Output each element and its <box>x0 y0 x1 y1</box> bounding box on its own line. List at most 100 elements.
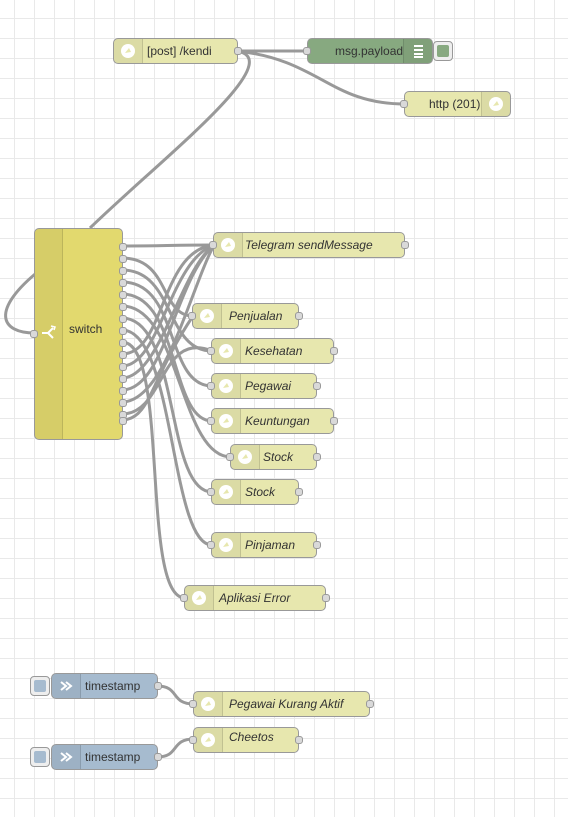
function-node-telegram[interactable]: Telegram sendMessage <box>209 232 409 258</box>
input-port[interactable] <box>189 700 197 708</box>
output-port[interactable] <box>295 312 303 320</box>
switch-output-port-16[interactable] <box>119 417 127 425</box>
output-port[interactable] <box>366 700 374 708</box>
output-port[interactable] <box>154 753 162 761</box>
globe-icon <box>481 92 510 116</box>
globe-icon <box>212 339 241 363</box>
switch-output-port-2[interactable] <box>119 255 127 263</box>
switch-label: switch <box>69 322 103 336</box>
switch-output-port-7[interactable] <box>119 315 127 323</box>
input-port[interactable] <box>207 417 215 425</box>
wire-sw-11 <box>121 243 215 368</box>
globe-icon <box>194 728 223 752</box>
output-port[interactable] <box>401 241 409 249</box>
switch-output-port-14[interactable] <box>119 399 127 407</box>
function-node-penjualan[interactable]: Penjualan <box>188 303 303 329</box>
function-node-keuntungan[interactable]: Keuntungan <box>207 408 338 434</box>
function-label: Telegram sendMessage <box>245 238 373 252</box>
function-node-stock-1[interactable]: Stock <box>226 444 321 470</box>
wire-sw-2 <box>121 256 194 318</box>
globe-icon <box>185 586 214 610</box>
list-icon <box>403 39 432 63</box>
input-port[interactable] <box>207 347 215 355</box>
input-port[interactable] <box>189 736 197 744</box>
output-port[interactable] <box>295 488 303 496</box>
globe-icon <box>114 39 143 63</box>
debug-input-port[interactable] <box>303 47 311 55</box>
inject-trigger-button-2[interactable] <box>30 747 50 767</box>
input-port[interactable] <box>207 382 215 390</box>
globe-icon <box>231 445 260 469</box>
input-port[interactable] <box>207 488 215 496</box>
globe-icon <box>194 692 223 716</box>
http-response-node[interactable]: http (201) <box>400 91 511 117</box>
switch-output-port-6[interactable] <box>119 303 127 311</box>
output-port[interactable] <box>295 736 303 744</box>
http-response-label: http (201) <box>429 97 481 111</box>
http-response-input-port[interactable] <box>400 100 408 108</box>
switch-output-port-5[interactable] <box>119 291 127 299</box>
input-port[interactable] <box>180 594 188 602</box>
output-port[interactable] <box>313 541 321 549</box>
globe-icon <box>212 533 241 557</box>
function-label: Stock <box>245 485 276 499</box>
http-in-node[interactable]: [post] /kendi <box>113 38 242 64</box>
switch-output-port-3[interactable] <box>119 267 127 275</box>
switch-input-port[interactable] <box>30 330 38 338</box>
function-node-pinjaman[interactable]: Pinjaman <box>207 532 321 558</box>
wire-sw-4 <box>121 280 213 388</box>
function-node-aplikasi-error[interactable]: Aplikasi Error <box>180 585 330 611</box>
input-port[interactable] <box>207 541 215 549</box>
debug-toggle-button[interactable] <box>433 41 453 61</box>
wire-inject1-to-pegawai <box>156 684 195 706</box>
switch-output-port-8[interactable] <box>119 327 127 335</box>
output-port[interactable] <box>322 594 330 602</box>
switch-output-port-13[interactable] <box>119 387 127 395</box>
wire-sw-7 <box>121 316 213 494</box>
input-port[interactable] <box>226 453 234 461</box>
input-port[interactable] <box>209 241 217 249</box>
function-node-kesehatan[interactable]: Kesehatan <box>207 338 338 364</box>
function-label: Pegawai Kurang Aktif <box>229 697 344 711</box>
switch-output-port-4[interactable] <box>119 279 127 287</box>
wire-sw-15 <box>121 346 213 416</box>
wire-sw-16 <box>121 315 195 422</box>
function-label: Pegawai <box>245 379 292 393</box>
switch-output-port-12[interactable] <box>119 375 127 383</box>
globe-icon <box>212 374 241 398</box>
http-in-label: [post] /kendi <box>147 44 212 58</box>
inject-label: timestamp <box>85 750 141 764</box>
inject-node-2[interactable]: timestamp <box>51 744 162 770</box>
function-node-stock-2[interactable]: Stock <box>207 479 303 505</box>
inject-trigger-button-1[interactable] <box>30 676 50 696</box>
function-node-pegawai-kurang-aktif[interactable]: Pegawai Kurang Aktif <box>189 691 374 717</box>
function-label: Pinjaman <box>245 538 296 552</box>
wire-switch-input-loop <box>4 268 41 335</box>
function-label: Kesehatan <box>245 344 303 358</box>
output-port[interactable] <box>330 417 338 425</box>
wire-sw-9 <box>121 340 186 600</box>
globe-icon <box>212 480 241 504</box>
switch-output-port-11[interactable] <box>119 363 127 371</box>
output-port[interactable] <box>154 682 162 690</box>
globe-icon <box>214 233 243 257</box>
inject-node-1[interactable]: timestamp <box>51 673 162 699</box>
output-port[interactable] <box>313 382 321 390</box>
switch-output-port-1[interactable] <box>119 243 127 251</box>
function-node-cheetos[interactable]: Cheetos <box>189 727 303 753</box>
output-port[interactable] <box>330 347 338 355</box>
input-port[interactable] <box>188 312 196 320</box>
switch-output-port-10[interactable] <box>119 351 127 359</box>
wire-inject2-to-cheetos <box>156 737 195 759</box>
debug-node[interactable]: msg.payload <box>303 38 433 64</box>
switch-node[interactable]: switch <box>30 228 127 440</box>
switch-output-port-9[interactable] <box>119 339 127 347</box>
http-in-output-port[interactable] <box>234 47 242 55</box>
debug-label: msg.payload <box>335 44 404 58</box>
wire-sw-10 <box>121 243 215 356</box>
globe-icon <box>193 304 222 328</box>
wire-http-to-switch <box>88 49 251 230</box>
function-node-pegawai[interactable]: Pegawai <box>207 373 321 399</box>
wire-sw-6 <box>121 304 232 459</box>
output-port[interactable] <box>313 453 321 461</box>
